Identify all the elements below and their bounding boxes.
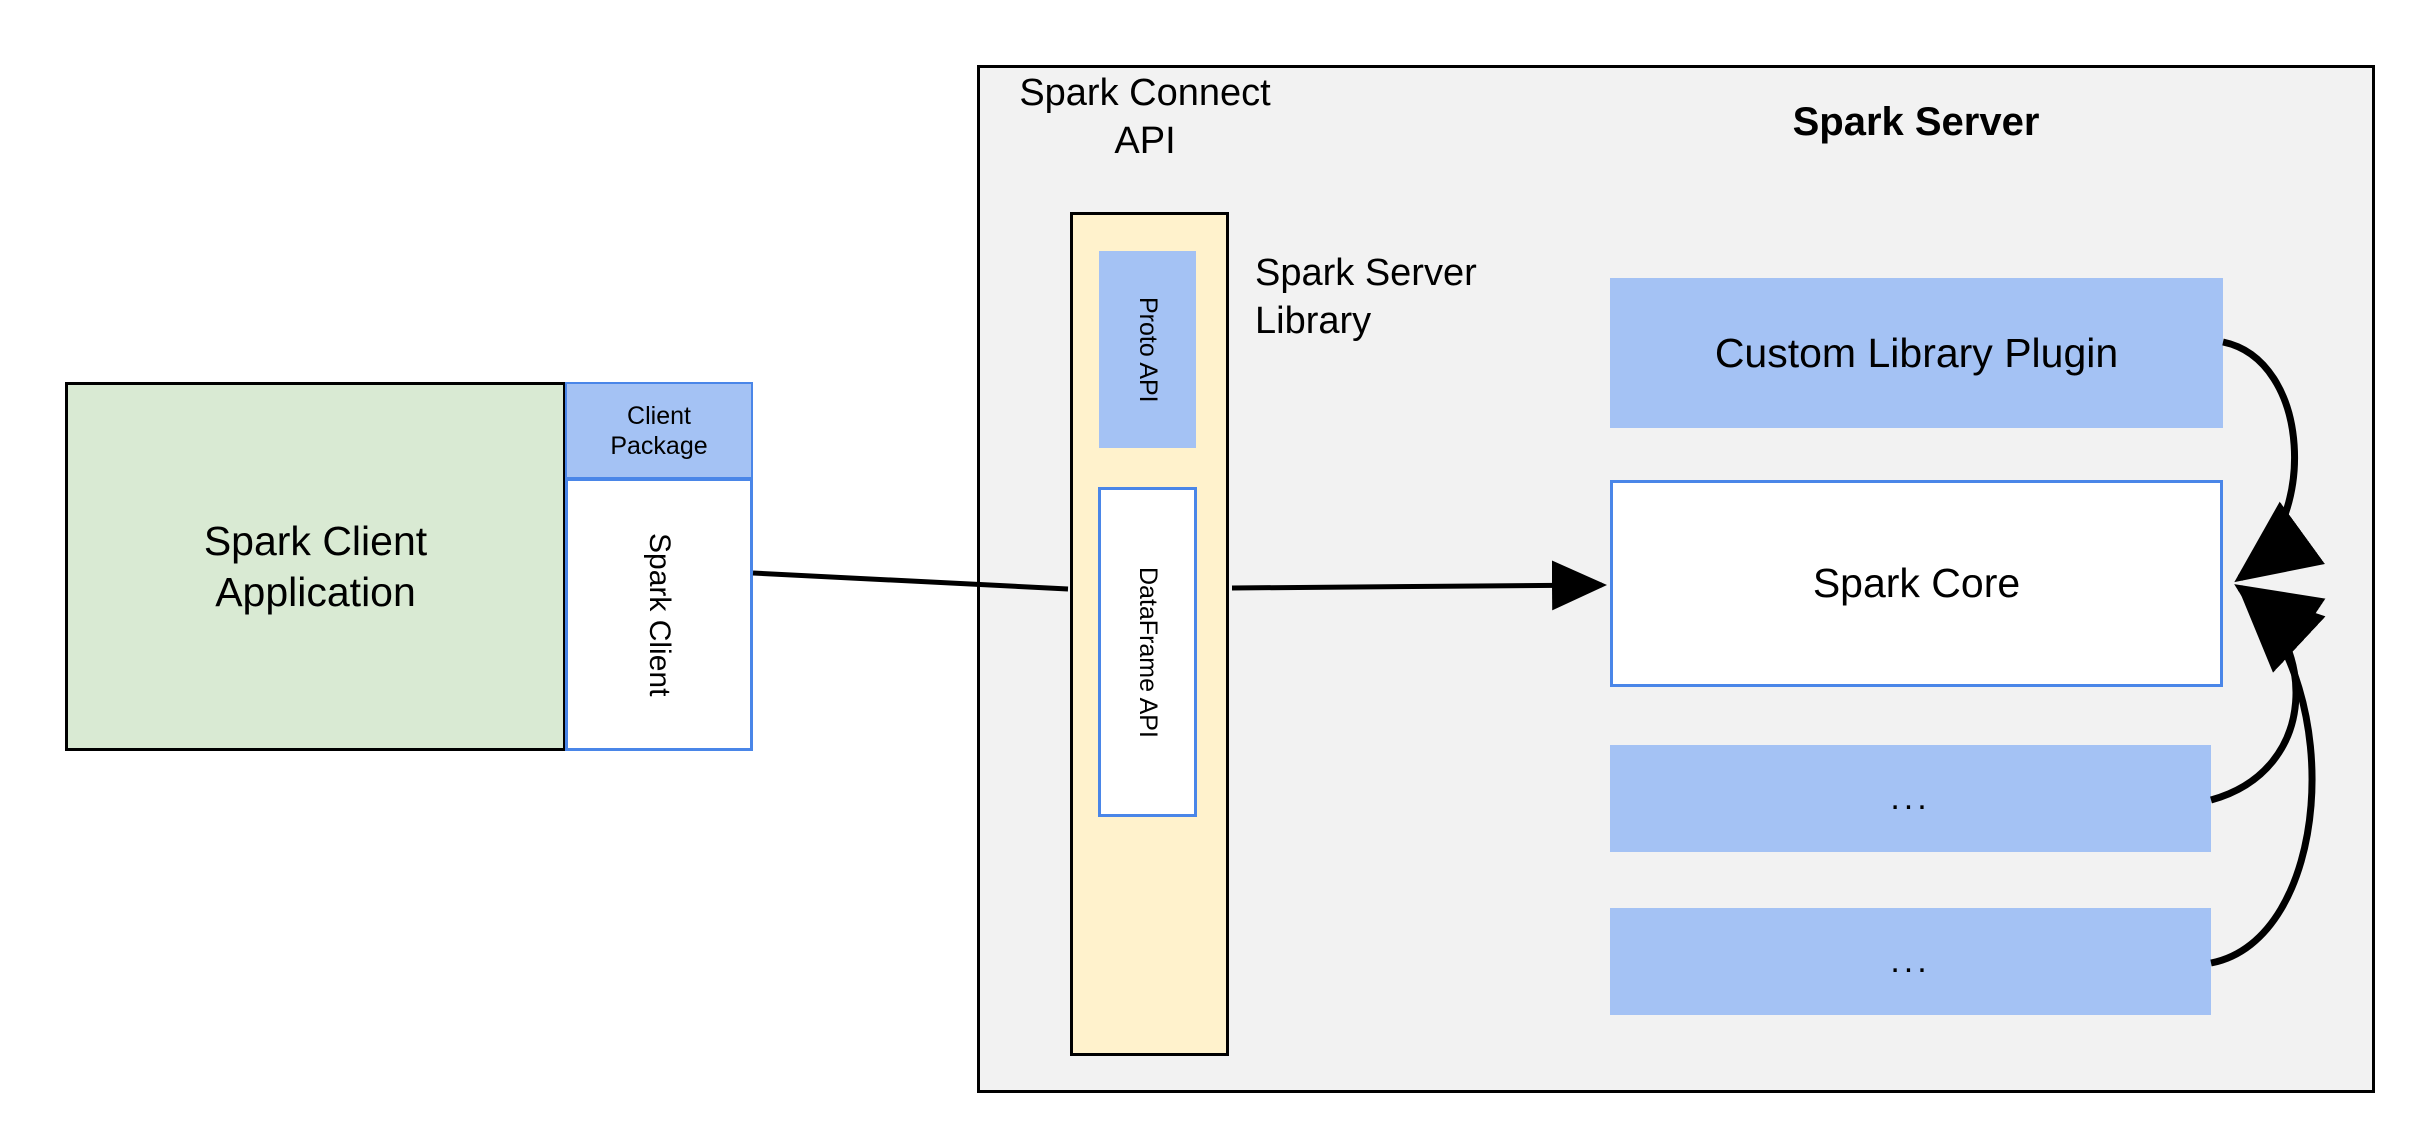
ellipsis-box-1[interactable]: ... xyxy=(1610,745,2211,852)
spark-connect-api-label-line1: Spark Connect xyxy=(1019,72,1271,114)
client-package-box[interactable]: Client Package xyxy=(565,382,753,479)
dataframe-api-box[interactable]: DataFrame API xyxy=(1098,487,1197,817)
spark-connect-api-label: Spark Connect API xyxy=(1000,70,1290,165)
spark-client-application-label-line1: Spark Client xyxy=(203,518,428,565)
custom-library-plugin-label: Custom Library Plugin xyxy=(1714,329,2119,376)
ellipsis-box-1-label: ... xyxy=(1890,779,1931,817)
ellipsis-box-2-label: ... xyxy=(1890,942,1931,980)
ellipsis-box-2[interactable]: ... xyxy=(1610,908,2211,1015)
spark-client-label: Spark Client xyxy=(643,532,676,697)
spark-server-library-label-line1: Spark Server xyxy=(1255,252,1477,294)
spark-core-label: Spark Core xyxy=(1812,560,2021,606)
client-package-label-line1: Client xyxy=(627,401,691,430)
proto-api-box[interactable]: Proto API xyxy=(1099,251,1196,448)
spark-connect-api-label-line2: API xyxy=(1114,119,1176,162)
dataframe-api-label: DataFrame API xyxy=(1134,566,1162,738)
spark-client-application-label-line2: Application xyxy=(215,568,416,615)
spark-client-application-box[interactable]: Spark Client Application xyxy=(65,382,566,751)
spark-server-library-label-line2: Library xyxy=(1255,299,1372,342)
client-package-label-line2: Package xyxy=(610,431,708,460)
spark-server-title: Spark Server xyxy=(1792,100,2040,144)
spark-server-library-label: Spark Server Library xyxy=(1255,250,1565,345)
proto-api-label: Proto API xyxy=(1134,296,1162,403)
spark-client-box[interactable]: Spark Client xyxy=(565,478,753,751)
spark-core-box[interactable]: Spark Core xyxy=(1610,480,2223,687)
custom-library-plugin-box[interactable]: Custom Library Plugin xyxy=(1610,278,2223,428)
